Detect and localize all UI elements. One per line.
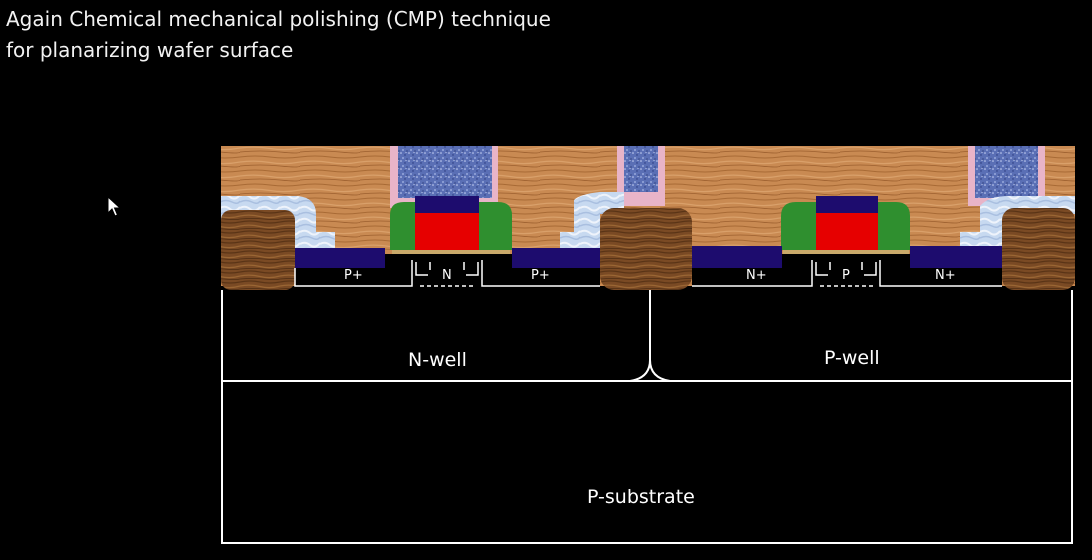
silicide-nmos-drain — [910, 246, 1002, 268]
field-oxide-center — [600, 208, 692, 290]
diffusion-outlines — [294, 260, 1002, 287]
silicide-nmos-source — [692, 246, 782, 268]
interlevel-dielectric-layer — [221, 146, 1075, 290]
pmos-gate-silicide — [415, 196, 479, 213]
field-oxide-left — [221, 210, 295, 290]
title-line-1: Again Chemical mechanical polishing (CMP… — [6, 7, 551, 31]
p-well-label: P-well — [824, 347, 880, 369]
silicide-pmos-source — [295, 248, 385, 268]
label-pmos-source: P+ — [344, 268, 363, 283]
n-well-label: N-well — [408, 349, 467, 371]
slide-title: Again Chemical mechanical polishing (CMP… — [6, 4, 551, 66]
contact-plug — [975, 146, 1038, 198]
nmos-gate-poly — [816, 212, 878, 252]
diffusion-labels: P+ N P+ N+ P N+ — [344, 268, 956, 283]
well-outlines — [221, 290, 1073, 544]
label-nmos-channel: P — [842, 268, 850, 283]
contact-plug — [624, 146, 658, 192]
pmos-gate-poly — [415, 212, 479, 252]
p-substrate-boundary — [221, 380, 1073, 544]
contact-plug — [398, 146, 492, 198]
title-line-2: for planarizing wafer surface — [6, 38, 294, 62]
label-nmos-drain: N+ — [935, 268, 956, 283]
mouse-pointer-icon — [107, 196, 122, 217]
p-substrate-label: P-substrate — [587, 486, 695, 508]
silicide-pmos-drain — [512, 248, 600, 268]
label-nmos-source: N+ — [746, 268, 767, 283]
field-oxide-right — [1002, 208, 1075, 290]
label-pmos-channel: N — [442, 268, 452, 283]
nmos-gate-silicide — [816, 196, 878, 213]
label-pmos-drain: P+ — [531, 268, 550, 283]
